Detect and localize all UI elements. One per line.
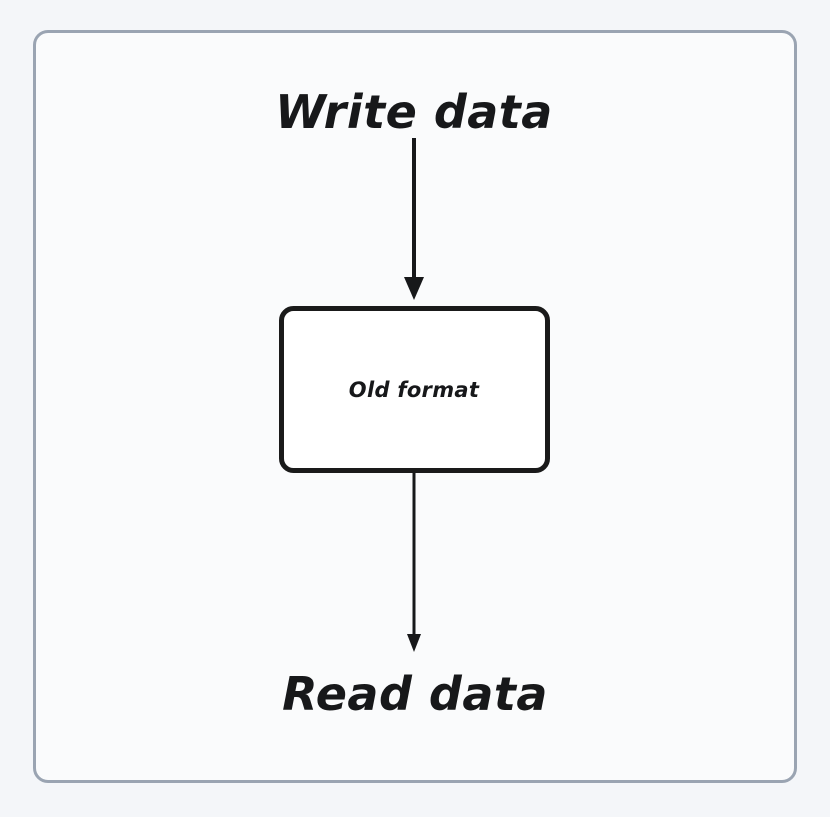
edge-old-format-to-read — [407, 472, 421, 652]
node-old-format[interactable]: Old format — [279, 306, 550, 473]
edge-old-format-to-read-arrowhead — [407, 634, 421, 652]
edge-write-to-old-format — [404, 138, 424, 300]
node-old-format-rect[interactable] — [279, 306, 550, 473]
node-old-format-label: Old format — [349, 378, 480, 402]
write-data-label: Write data — [275, 85, 553, 139]
read-data-label: Read data — [282, 667, 548, 721]
edge-write-to-old-format-arrowhead — [404, 277, 424, 300]
